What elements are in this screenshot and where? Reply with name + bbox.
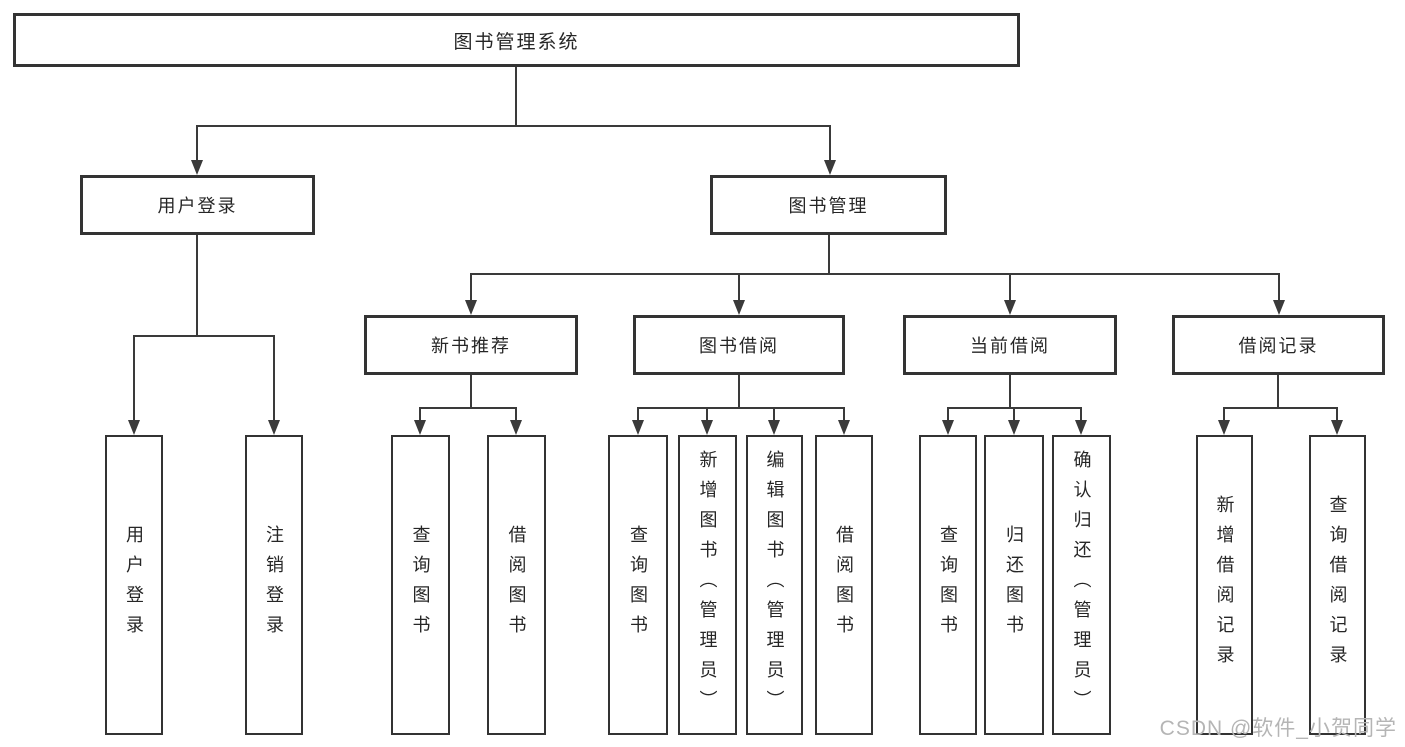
connector-line <box>515 67 517 125</box>
arrowhead-down-icon <box>768 420 780 435</box>
connector-line <box>1223 407 1225 423</box>
arrowhead-down-icon <box>414 420 426 435</box>
node-book-management: 图书管理 <box>710 175 947 235</box>
leaf-query-books-recommend: 查询图书 <box>391 435 450 735</box>
connector-line <box>738 273 740 303</box>
leaf-add-borrow-record: 新增借阅记录 <box>1196 435 1253 735</box>
arrowhead-down-icon <box>465 300 477 315</box>
connector-line <box>419 407 517 409</box>
node-new-book-recommend: 新书推荐 <box>364 315 578 375</box>
leaf-query-books-current: 查询图书 <box>919 435 977 735</box>
connector-line <box>1278 273 1280 303</box>
connector-line <box>470 273 472 303</box>
leaf-logout: 注销登录 <box>245 435 303 735</box>
connector-line <box>1277 375 1279 407</box>
connector-line <box>843 407 845 423</box>
node-book-borrow: 图书借阅 <box>633 315 845 375</box>
connector-line <box>828 235 830 273</box>
connector-line <box>637 407 639 423</box>
arrowhead-down-icon <box>824 160 836 175</box>
arrowhead-down-icon <box>1331 420 1343 435</box>
connector-line <box>196 125 198 163</box>
leaf-query-books-borrow: 查询图书 <box>608 435 668 735</box>
arrowhead-down-icon <box>733 300 745 315</box>
connector-line <box>470 273 1280 275</box>
connector-line <box>947 407 949 423</box>
leaf-borrow-books-recommend: 借阅图书 <box>487 435 546 735</box>
arrowhead-down-icon <box>701 420 713 435</box>
leaf-borrow-books: 借阅图书 <box>815 435 873 735</box>
arrowhead-down-icon <box>1075 420 1087 435</box>
leaf-edit-book-admin: 编辑图书（管理员） <box>746 435 803 735</box>
connector-line <box>1336 407 1338 423</box>
arrowhead-down-icon <box>1273 300 1285 315</box>
connector-line <box>1223 407 1338 409</box>
connector-line <box>133 335 275 337</box>
arrowhead-down-icon <box>838 420 850 435</box>
connector-line <box>273 335 275 423</box>
connector-line <box>738 375 740 407</box>
arrowhead-down-icon <box>268 420 280 435</box>
connector-line <box>773 407 775 423</box>
leaf-user-login: 用户登录 <box>105 435 163 735</box>
connector-line <box>1013 407 1015 423</box>
leaf-add-book-admin: 新增图书（管理员） <box>678 435 737 735</box>
leaf-query-borrow-record: 查询借阅记录 <box>1309 435 1366 735</box>
csdn-watermark: CSDN @软件_小贺同学 <box>1159 717 1397 740</box>
leaf-confirm-return-admin: 确认归还（管理员） <box>1052 435 1111 735</box>
connector-line <box>1080 407 1082 423</box>
connector-line <box>515 407 517 423</box>
arrowhead-down-icon <box>942 420 954 435</box>
connector-line <box>829 125 831 163</box>
node-library-management-system: 图书管理系统 <box>13 13 1020 67</box>
arrowhead-down-icon <box>1008 420 1020 435</box>
leaf-return-books: 归还图书 <box>984 435 1044 735</box>
connector-line <box>1009 375 1011 407</box>
arrowhead-down-icon <box>1004 300 1016 315</box>
connector-line <box>133 335 135 423</box>
connector-line <box>1009 273 1011 303</box>
connector-line <box>419 407 421 423</box>
connector-line <box>637 407 844 409</box>
arrowhead-down-icon <box>510 420 522 435</box>
arrowhead-down-icon <box>1218 420 1230 435</box>
connector-line <box>706 407 708 423</box>
node-borrow-records: 借阅记录 <box>1172 315 1385 375</box>
connector-line <box>196 125 831 127</box>
node-user-login: 用户登录 <box>80 175 315 235</box>
arrowhead-down-icon <box>191 160 203 175</box>
connector-line <box>470 375 472 407</box>
arrowhead-down-icon <box>128 420 140 435</box>
arrowhead-down-icon <box>632 420 644 435</box>
connector-line <box>196 235 198 335</box>
node-current-borrow: 当前借阅 <box>903 315 1117 375</box>
